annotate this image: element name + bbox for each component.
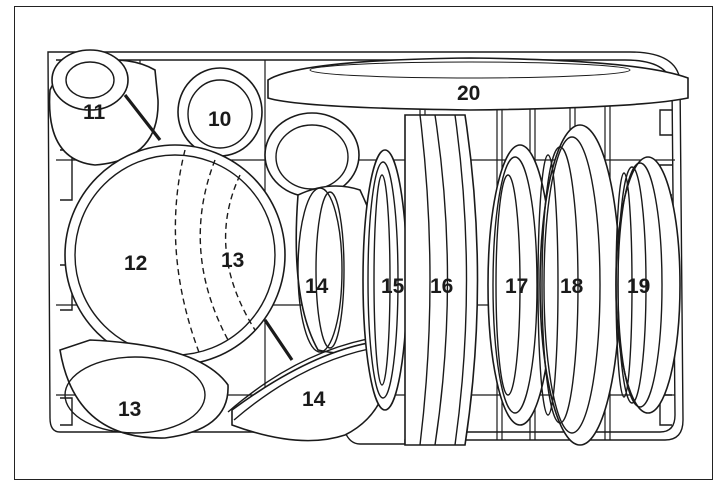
label-19: 19 [627, 275, 650, 298]
label-20: 20 [457, 82, 480, 105]
label-18: 18 [560, 275, 584, 298]
label-15: 15 [381, 275, 405, 298]
label-13-upper: 13 [221, 249, 244, 272]
label-14-lower: 14 [302, 388, 326, 411]
item-19-side-plates [615, 156, 681, 414]
item-12-pot [64, 144, 294, 366]
label-11: 11 [83, 101, 106, 124]
item-13-bowl-lower [59, 339, 229, 439]
item-16-dinner-plates [404, 114, 479, 446]
label-16: 16 [430, 275, 453, 298]
item-18-plates [537, 124, 621, 446]
label-17: 17 [505, 275, 528, 298]
label-10: 10 [208, 108, 231, 131]
label-14-upper: 14 [305, 275, 329, 298]
item-10-cup [177, 67, 360, 198]
item-15-saucers [362, 149, 408, 411]
label-13-lower: 13 [118, 398, 141, 421]
item-17-plate [487, 144, 553, 426]
label-12: 12 [124, 252, 147, 275]
item-11-mug [48, 49, 162, 166]
item-20-serving-platter [267, 57, 689, 111]
